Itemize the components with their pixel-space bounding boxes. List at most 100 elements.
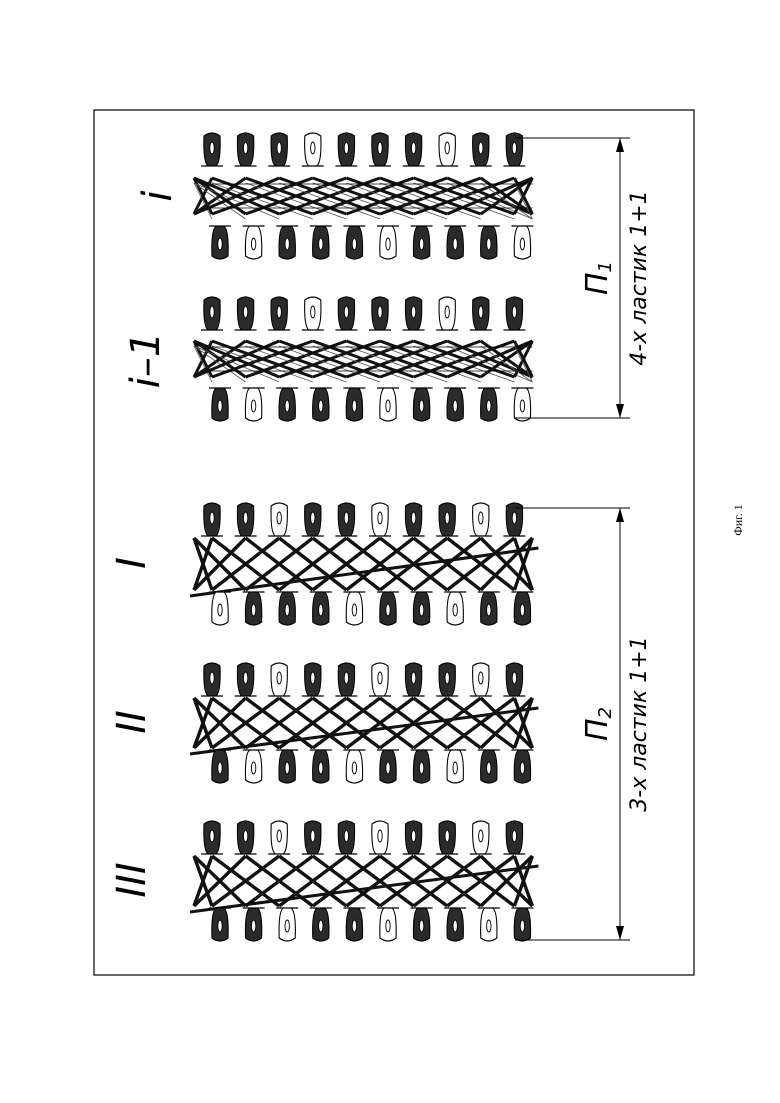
- bottom-loop-II-4-eye: [352, 762, 356, 774]
- yarn-guide: [279, 183, 380, 219]
- bottom-loop-III-8-eye: [487, 920, 491, 932]
- top-loop-i-1-9-eye: [512, 306, 516, 318]
- top-loop-III-0-eye: [210, 830, 214, 842]
- structure-row-i: [194, 133, 533, 259]
- bottom-loop-I-7-eye: [453, 604, 457, 616]
- bottom-loop-i-1-6-eye: [419, 400, 423, 412]
- bottom-loop-III-2-eye: [285, 920, 289, 932]
- top-loop-I-6-eye: [411, 512, 415, 524]
- top-loop-I-2-eye: [277, 512, 281, 524]
- yarn-guide: [246, 183, 347, 219]
- bottom-loop-i-1-9-eye: [520, 400, 524, 412]
- bottom-loop-i-1-5-eye: [386, 400, 390, 412]
- bottom-loop-i-1-1-eye: [251, 400, 255, 412]
- top-loop-i-1-3-eye: [311, 306, 315, 318]
- bottom-loop-I-2-eye: [285, 604, 289, 616]
- top-loop-II-7-eye: [445, 672, 449, 684]
- bottom-loop-III-6-eye: [419, 920, 423, 932]
- top-loop-II-6-eye: [411, 672, 415, 684]
- top-loop-i-1-7-eye: [445, 306, 449, 318]
- top-loop-III-1-eye: [243, 830, 247, 842]
- top-loop-II-4-eye: [344, 672, 348, 684]
- bottom-loop-I-1-eye: [251, 604, 255, 616]
- top-loop-I-9-eye: [512, 512, 516, 524]
- top-loop-III-8-eye: [479, 830, 483, 842]
- bottom-loop-i-3-eye: [319, 238, 323, 250]
- bottom-loop-II-5-eye: [386, 762, 390, 774]
- bottom-loop-III-0-eye: [218, 920, 222, 932]
- bottom-loop-III-4-eye: [352, 920, 356, 932]
- top-loop-I-4-eye: [344, 512, 348, 524]
- yarn-guide: [346, 183, 447, 219]
- bottom-loop-I-0-eye: [218, 604, 222, 616]
- row-label-i-1: i–1: [123, 332, 169, 389]
- top-loop-i-1-1-eye: [243, 306, 247, 318]
- yarn-guide: [380, 183, 481, 219]
- yarn-crossings-i-1: [194, 341, 532, 382]
- row-label-III: III: [109, 862, 155, 897]
- row-label-II: II: [109, 710, 155, 734]
- bottom-loop-I-4-eye: [352, 604, 356, 616]
- top-loop-i-1-8-eye: [479, 306, 483, 318]
- bottom-loop-i-5-eye: [386, 238, 390, 250]
- top-loop-III-6-eye: [411, 830, 415, 842]
- yarn-guide: [514, 183, 532, 219]
- yarn-long-diag: [190, 866, 538, 912]
- bottom-loop-III-5-eye: [386, 920, 390, 932]
- bottom-loop-i-7-eye: [453, 238, 457, 250]
- dimension-arrow-bottom: [616, 926, 624, 940]
- dimension-arrow-top: [616, 508, 624, 522]
- top-loop-II-1-eye: [243, 672, 247, 684]
- bottom-loop-i-1-eye: [251, 238, 255, 250]
- top-loop-II-3-eye: [311, 672, 315, 684]
- top-loop-i-8-eye: [479, 142, 483, 154]
- dimension-group-2: П23-х ластик 1+1: [515, 508, 652, 940]
- top-loop-i-2-eye: [277, 142, 281, 154]
- top-loop-III-4-eye: [344, 830, 348, 842]
- top-loop-II-8-eye: [479, 672, 483, 684]
- top-loop-II-0-eye: [210, 672, 214, 684]
- figure-caption: Фиг. 1: [718, 500, 758, 540]
- structure-row-II: [190, 663, 538, 783]
- bottom-loop-II-9-eye: [520, 762, 524, 774]
- row-label-I: I: [109, 557, 155, 569]
- top-loop-I-7-eye: [445, 512, 449, 524]
- top-loop-i-3-eye: [311, 142, 315, 154]
- bottom-loop-III-9-eye: [520, 920, 524, 932]
- top-loop-i-0-eye: [210, 142, 214, 154]
- yarn-guide: [313, 183, 414, 219]
- yarn-long-diag: [190, 708, 538, 754]
- top-loop-i-1-2-eye: [277, 306, 281, 318]
- top-loop-III-2-eye: [277, 830, 281, 842]
- top-loop-i-1-0-eye: [210, 306, 214, 318]
- bottom-loop-II-2-eye: [285, 762, 289, 774]
- bottom-loop-II-7-eye: [453, 762, 457, 774]
- bottom-loop-III-1-eye: [251, 920, 255, 932]
- bottom-loop-i-2-eye: [285, 238, 289, 250]
- bottom-loop-II-1-eye: [251, 762, 255, 774]
- bottom-loop-i-8-eye: [487, 238, 491, 250]
- bottom-loop-I-9-eye: [520, 604, 524, 616]
- period-label-1: П1: [580, 261, 617, 295]
- period-label-2: П2: [580, 707, 617, 741]
- bottom-loop-i-1-3-eye: [319, 400, 323, 412]
- bottom-loop-i-1-4-eye: [352, 400, 356, 412]
- bottom-loop-II-8-eye: [487, 762, 491, 774]
- yarn-guide: [246, 346, 347, 382]
- yarn-crossings-II: [190, 698, 538, 754]
- period-description-1: 4-х ластик 1+1: [627, 190, 652, 365]
- top-loop-i-4-eye: [344, 142, 348, 154]
- structure-row-III: [190, 821, 538, 941]
- yarn-guide: [279, 346, 380, 382]
- bottom-loop-i-6-eye: [419, 238, 423, 250]
- yarn-guide: [313, 346, 414, 382]
- yarn-crossings-III: [190, 856, 538, 912]
- top-loop-i-1-6-eye: [411, 306, 415, 318]
- top-loop-III-9-eye: [512, 830, 516, 842]
- top-loop-i-9-eye: [512, 142, 516, 154]
- bottom-loop-II-3-eye: [319, 762, 323, 774]
- yarn-long-diag: [190, 548, 538, 596]
- top-loop-III-5-eye: [378, 830, 382, 842]
- yarn-guide: [380, 346, 481, 382]
